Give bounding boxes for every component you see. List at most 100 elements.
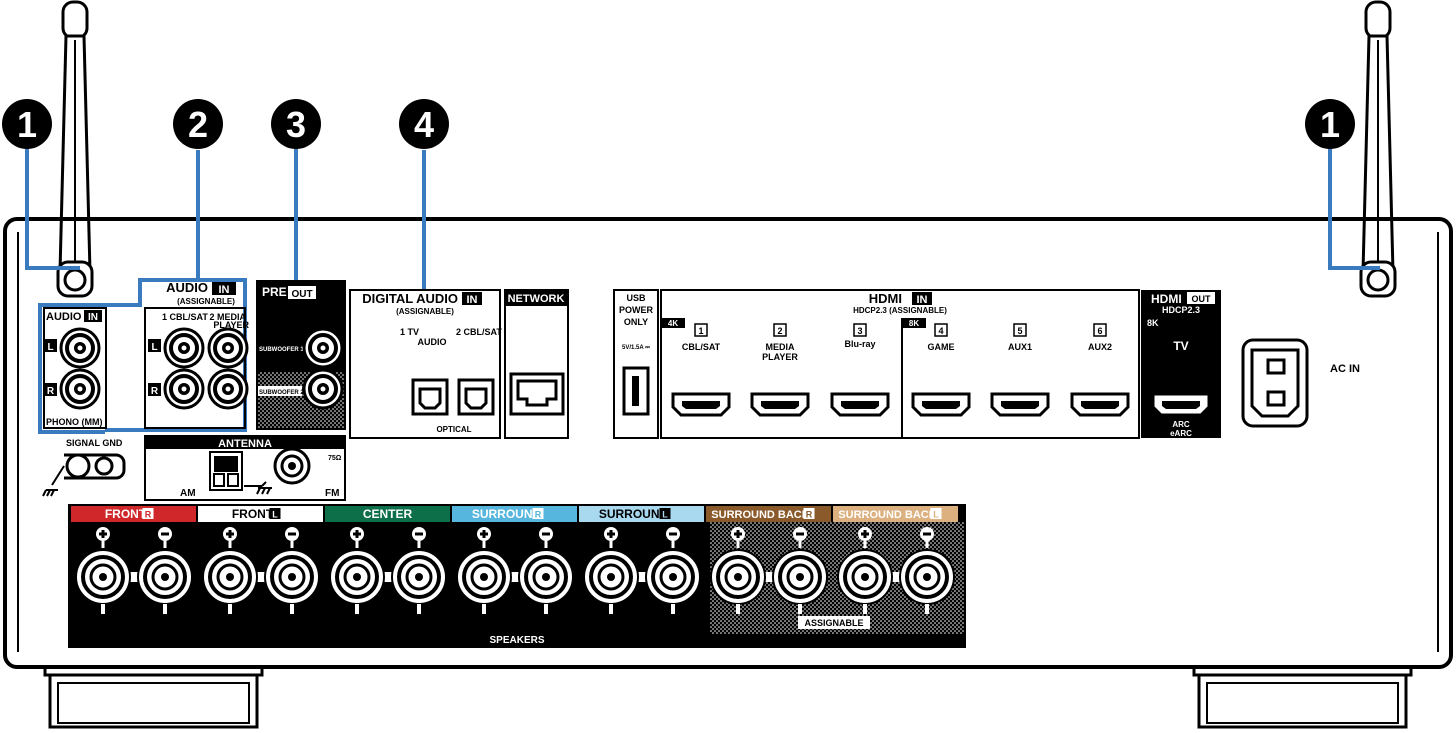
svg-text:1 TV: 1 TV [400, 327, 419, 337]
callout-1-left: 1 [2, 99, 52, 149]
svg-text:POWER: POWER [619, 305, 654, 315]
audio-in-2-right-jack[interactable] [207, 368, 249, 410]
speaker-terminal-minus[interactable] [771, 548, 829, 606]
usb-port[interactable] [622, 366, 650, 416]
svg-text:HDMI: HDMI [1151, 292, 1182, 306]
callout-1-right: 1 [1305, 99, 1355, 149]
hdmi-in-6-port[interactable] [1070, 392, 1130, 417]
speaker-terminal-plus[interactable] [74, 548, 132, 606]
optical-in-2-port[interactable] [457, 378, 495, 416]
svg-text:(ASSIGNABLE): (ASSIGNABLE) [396, 307, 454, 316]
optical-in-1-port[interactable] [411, 378, 449, 416]
chassis [3, 217, 1453, 669]
signal-gnd-terminal[interactable] [64, 453, 126, 480]
svg-text:3: 3 [286, 104, 306, 145]
speaker-channel-label: CENTER [363, 507, 413, 521]
svg-text:Blu-ray: Blu-ray [844, 339, 875, 349]
speaker-channel-badge: R [145, 510, 152, 520]
speaker-terminal-plus[interactable] [455, 548, 513, 606]
speaker-channel-badge: L [933, 510, 939, 520]
hdmi-in-5-port[interactable] [990, 392, 1050, 417]
svg-text:2: 2 [188, 104, 208, 145]
svg-text:SPEAKERS: SPEAKERS [489, 635, 544, 646]
svg-text:4K: 4K [668, 319, 678, 328]
speaker-terminal-minus[interactable] [263, 548, 321, 606]
am-antenna-terminal[interactable] [209, 451, 243, 491]
speaker-terminal-minus[interactable] [390, 548, 448, 606]
antenna-section: ANTENNA AM 75Ω FM [144, 435, 346, 501]
svg-text:R: R [151, 386, 159, 397]
antenna-left [56, 0, 94, 298]
svg-text:1 CBL/SAT: 1 CBL/SAT [162, 312, 208, 322]
svg-text:DIGITAL AUDIO: DIGITAL AUDIO [362, 291, 458, 306]
svg-text:1: 1 [17, 104, 37, 145]
hdmi-out-port[interactable] [1151, 392, 1211, 417]
speaker-channel-label: FRONT [105, 507, 147, 521]
subwoofer-2-jack[interactable] [302, 368, 344, 410]
speaker-channel-label: FRONT [232, 507, 274, 521]
svg-text:R: R [47, 386, 55, 397]
hdmi-in-6: 6 AUX2 [1070, 323, 1130, 417]
speaker-terminal-plus[interactable] [201, 548, 259, 606]
speaker-channel-badge: R [806, 510, 813, 520]
speaker-terminal-minus[interactable] [517, 548, 575, 606]
svg-text:USB: USB [626, 293, 646, 303]
svg-text:HDMI: HDMI [869, 291, 902, 306]
callout-3: 3 [271, 99, 321, 149]
svg-text:AC IN: AC IN [1330, 363, 1360, 375]
phono-section: AUDIO IN L R PHONO (MM) [43, 307, 107, 429]
speaker-channel-badge: L [272, 510, 278, 520]
hdmi-in-1-port[interactable] [671, 392, 731, 417]
speaker-terminal-plus[interactable] [836, 548, 894, 606]
svg-text:AUX2: AUX2 [1088, 342, 1112, 352]
ac-inlet[interactable] [1241, 338, 1309, 428]
subwoofer-1-jack[interactable] [302, 327, 344, 369]
svg-text:SUBWOOFER 2: SUBWOOFER 2 [259, 390, 304, 396]
hdmi-in-4-port[interactable] [911, 392, 971, 417]
speaker-channel-label: SURROUND BACK [711, 509, 809, 521]
svg-text:FM: FM [325, 488, 339, 499]
svg-text:TV: TV [1173, 339, 1188, 353]
audio-in-1-right-jack[interactable] [163, 368, 205, 410]
callout-2: 2 [173, 99, 223, 149]
phono-jack-left[interactable] [59, 327, 101, 369]
speaker-terminal-plus[interactable] [328, 548, 386, 606]
svg-text:HDCP2.3 (ASSIGNABLE): HDCP2.3 (ASSIGNABLE) [853, 306, 947, 315]
speaker-terminal-plus[interactable] [582, 548, 640, 606]
svg-text:4: 4 [414, 104, 434, 145]
network-section: NETWORK [504, 289, 569, 439]
speaker-terminal-minus[interactable] [136, 548, 194, 606]
svg-text:1: 1 [1320, 104, 1340, 145]
speaker-terminal-minus[interactable] [898, 548, 956, 606]
svg-text:GAME: GAME [928, 342, 955, 352]
svg-text:L: L [151, 342, 157, 353]
foot-right [1192, 667, 1413, 729]
digital-audio-section: DIGITAL AUDIO IN (ASSIGNABLE) 1 TV AUDIO… [349, 289, 502, 439]
hdmi-in-2-port[interactable] [750, 392, 810, 417]
hdmi-in-section: HDMI IN HDCP2.3 (ASSIGNABLE) 4K 8K 1 CBL… [660, 289, 1140, 439]
fm-antenna-jack[interactable] [273, 447, 311, 485]
speaker-channel-3: CENTER [325, 506, 450, 614]
audio-in-2-left-jack[interactable] [207, 327, 249, 369]
svg-text:OUT: OUT [1192, 294, 1212, 304]
callout-markers: 1 2 3 4 1 [2, 99, 1355, 149]
audio-in-1-left-jack[interactable] [163, 327, 205, 369]
antenna-right [1359, 0, 1397, 298]
svg-text:6: 6 [1097, 326, 1102, 336]
svg-text:ANTENNA: ANTENNA [218, 438, 272, 450]
svg-text:2 CBL/SAT: 2 CBL/SAT [456, 327, 502, 337]
ethernet-port[interactable] [509, 372, 565, 416]
phono-jack-right[interactable] [59, 368, 101, 410]
speaker-terminal-plus[interactable] [709, 548, 767, 606]
svg-text:OUT: OUT [291, 289, 312, 300]
hdmi-in-3-port[interactable] [830, 392, 890, 417]
speaker-terminal-minus[interactable] [644, 548, 702, 606]
ground-symbol [42, 465, 65, 497]
hdmi-in-2: 2 MEDIA PLAYER [750, 323, 810, 417]
svg-text:5: 5 [1017, 326, 1022, 336]
svg-text:IN: IN [219, 284, 230, 296]
svg-text:AUDIO: AUDIO [166, 280, 208, 295]
